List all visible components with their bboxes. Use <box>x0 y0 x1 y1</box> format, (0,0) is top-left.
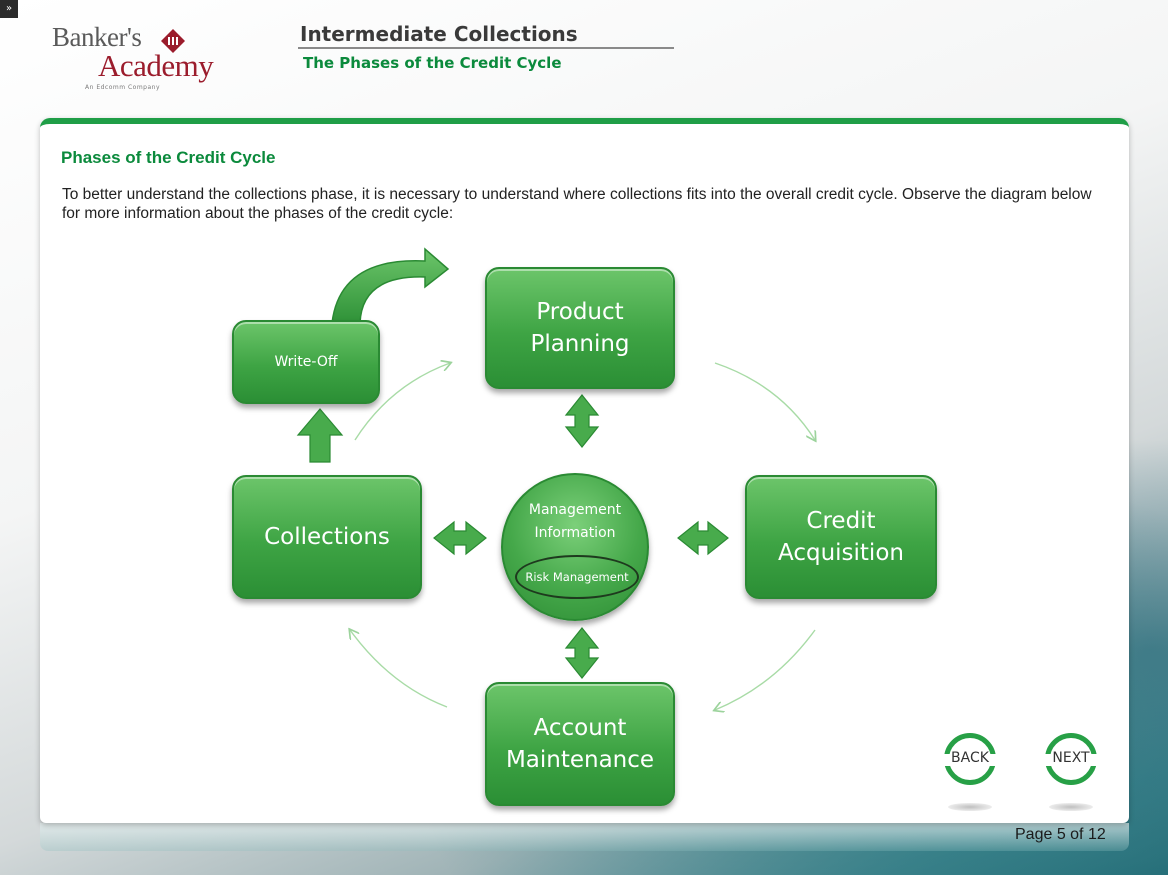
phase-collections: Collections <box>232 475 422 599</box>
expand-menu-icon[interactable]: » <box>0 0 18 18</box>
logo-diamond-icon <box>161 29 185 53</box>
next-button-shadow <box>1049 803 1093 811</box>
up-arrow <box>296 408 344 463</box>
lesson-title: The Phases of the Credit Cycle <box>303 54 562 72</box>
credit-cycle-diagram: Product Planning Write-Off Collections C… <box>200 245 960 815</box>
section-heading: Phases of the Credit Cycle <box>61 148 276 167</box>
phase-account-maintenance: Account Maintenance <box>485 682 675 806</box>
next-button-label: NEXT <box>1052 750 1090 766</box>
title-divider <box>298 47 674 49</box>
management-information-hub: Management Information Risk Management <box>501 473 649 621</box>
logo-tagline: An Edcomm Company <box>85 84 161 91</box>
cycle-arrow-bottom-right <box>715 629 816 710</box>
double-arrow-right <box>677 520 729 556</box>
double-arrow-top <box>564 394 600 448</box>
cycle-arrow-bottom-left <box>350 630 448 708</box>
next-button[interactable]: NEXT <box>1044 733 1098 785</box>
diagram-connectors <box>296 247 960 815</box>
phase-credit-acquisition: Credit Acquisition <box>745 475 937 599</box>
course-title: Intermediate Collections <box>300 22 578 46</box>
panel-footer-strip <box>40 823 1129 851</box>
phase-product-planning: Product Planning <box>485 267 675 389</box>
double-arrow-bottom <box>564 627 600 679</box>
bankers-academy-logo: Banker's Academy An Edcomm Company <box>52 22 232 92</box>
intro-paragraph: To better understand the collections pha… <box>62 186 1092 222</box>
double-arrow-left <box>433 520 487 556</box>
logo-name-line2: Academy <box>98 48 214 83</box>
management-information-label: Management Information <box>528 502 622 541</box>
risk-management-oval: Risk Management <box>515 555 639 599</box>
cycle-arrow-top-right <box>714 362 815 440</box>
back-button[interactable]: BACK <box>943 733 997 785</box>
cycle-arrow-top-left <box>354 363 450 441</box>
phase-write-off: Write-Off <box>232 320 380 404</box>
back-button-shadow <box>948 803 992 811</box>
curved-arrow <box>331 247 450 324</box>
page-indicator: Page 5 of 12 <box>1015 826 1106 843</box>
back-button-label: BACK <box>951 750 989 766</box>
logo-name-line1: Banker's <box>52 22 142 52</box>
